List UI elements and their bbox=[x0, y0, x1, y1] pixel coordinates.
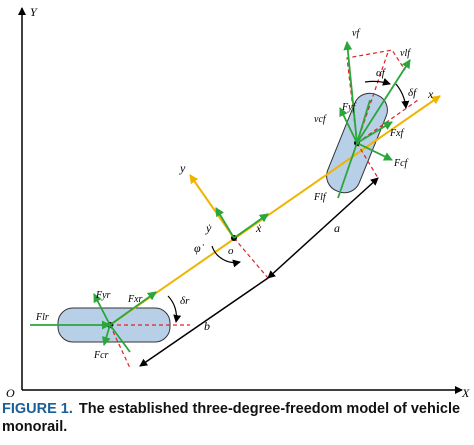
phi-dot-label: φ̇ bbox=[194, 241, 205, 255]
dist-a-label: a bbox=[334, 221, 340, 235]
fxf-label: Fxf bbox=[389, 128, 405, 139]
delta-r-label: δr bbox=[180, 295, 190, 307]
x-dot-label: ẋ bbox=[255, 221, 262, 235]
rear-forces bbox=[30, 291, 157, 353]
y-axis-label: Y bbox=[30, 5, 38, 19]
yaw-rate-arc bbox=[211, 245, 241, 268]
vf-label: vf bbox=[352, 28, 360, 39]
body-x-label: x bbox=[427, 87, 434, 101]
y-dot-label: ẏ bbox=[205, 221, 212, 235]
dimension-a bbox=[267, 177, 379, 279]
vcf-label: vcf bbox=[314, 114, 327, 125]
center-label: o bbox=[228, 245, 234, 257]
center-velocities bbox=[215, 207, 269, 239]
alpha-f-label: αf bbox=[376, 67, 387, 79]
caption-text: The established three-degree-freedom mod… bbox=[2, 401, 461, 435]
front-steer-arc bbox=[395, 83, 410, 109]
fyr-label: Fyr bbox=[95, 290, 111, 301]
flf-label: Flf bbox=[313, 192, 327, 203]
fxr-label: Fxr bbox=[127, 294, 143, 305]
rear-steer-arc bbox=[167, 295, 182, 323]
fcr-label: Fcr bbox=[93, 350, 109, 361]
dist-b-label: b bbox=[204, 319, 210, 333]
fcf-label: Fcf bbox=[393, 158, 409, 169]
delta-f-label: δf bbox=[408, 87, 418, 99]
flr-label: Flr bbox=[35, 312, 49, 323]
vlf-label: vlf bbox=[400, 48, 411, 59]
global-axes bbox=[18, 7, 463, 394]
figure-number: FIGURE 1. bbox=[2, 401, 73, 417]
fyf-label: Fyf bbox=[341, 102, 357, 113]
dimension-b bbox=[139, 277, 269, 367]
x-axis-label: X bbox=[461, 386, 470, 400]
body-y-label: y bbox=[179, 161, 186, 175]
figure-caption: FIGURE 1.The established three-degree-fr… bbox=[2, 400, 472, 445]
origin-label: O bbox=[6, 386, 15, 400]
front-forces bbox=[337, 41, 411, 199]
slip-angle-arc bbox=[364, 78, 391, 86]
